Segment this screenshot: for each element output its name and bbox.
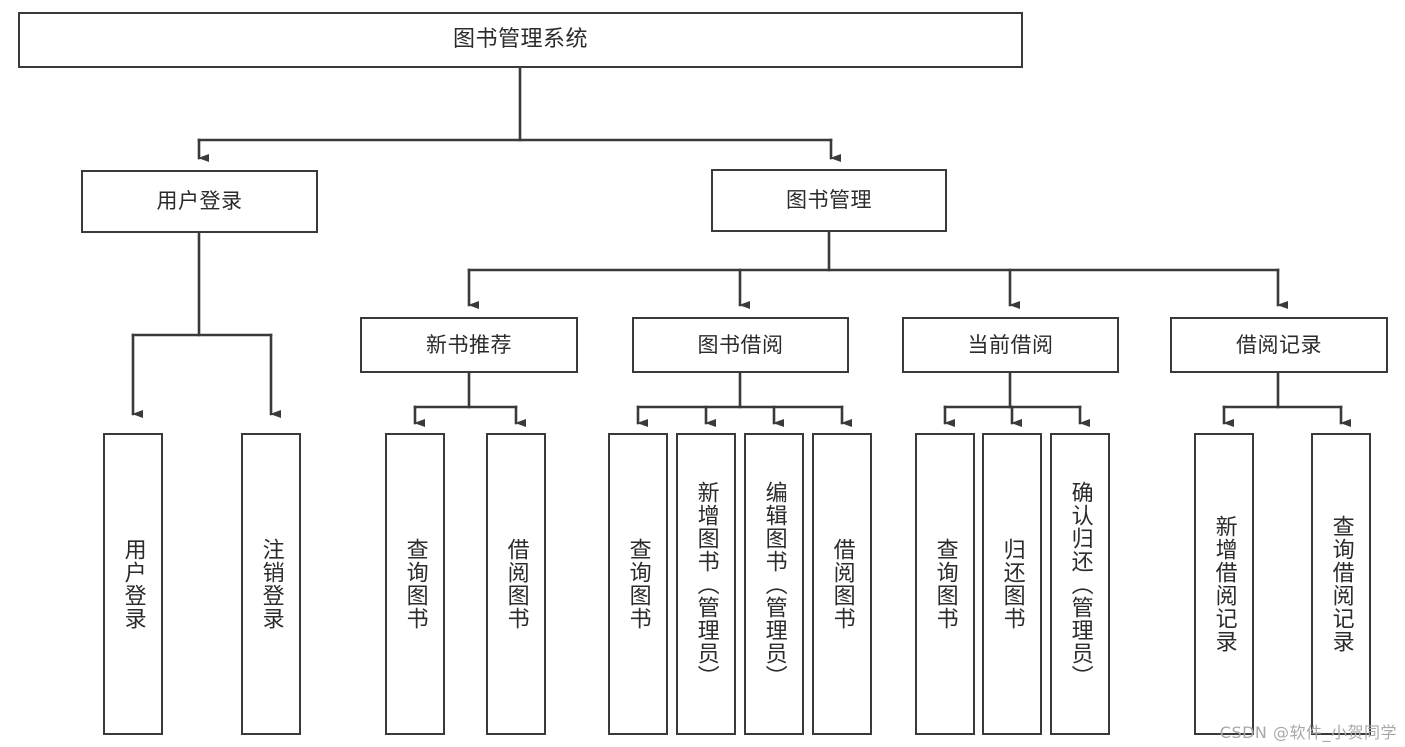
node-root-book-management-system[interactable]: 图书管理系统 bbox=[18, 12, 1023, 68]
node-label: 用户登录 bbox=[156, 189, 243, 214]
node-current-borrow[interactable]: 当前借阅 bbox=[902, 317, 1119, 373]
node-label: 归还图书 bbox=[999, 538, 1025, 630]
node-new-book-recommend[interactable]: 新书推荐 bbox=[360, 317, 578, 373]
node-label: 用户登录 bbox=[120, 538, 146, 630]
node-label: 确认归还（管理员） bbox=[1067, 480, 1093, 688]
leaf-borrow-book-recommend[interactable]: 借阅图书 bbox=[486, 433, 546, 735]
node-label: 借阅记录 bbox=[1236, 332, 1322, 357]
node-label: 借阅图书 bbox=[503, 538, 529, 630]
leaf-query-book-recommend[interactable]: 查询图书 bbox=[385, 433, 445, 735]
node-borrow-record[interactable]: 借阅记录 bbox=[1170, 317, 1388, 373]
leaf-query-book-borrow[interactable]: 查询图书 bbox=[608, 433, 668, 735]
leaf-add-book[interactable]: 新增图书（管理员） bbox=[676, 433, 736, 735]
node-book-manage[interactable]: 图书管理 bbox=[711, 169, 947, 232]
node-label: 编辑图书（管理员） bbox=[761, 480, 787, 688]
leaf-return-book[interactable]: 归还图书 bbox=[982, 433, 1042, 735]
node-label: 查询借阅记录 bbox=[1328, 515, 1354, 653]
node-label: 新书推荐 bbox=[426, 332, 512, 357]
node-label: 图书管理系统 bbox=[452, 27, 588, 53]
node-label: 查询图书 bbox=[625, 538, 651, 630]
node-label: 当前借阅 bbox=[967, 332, 1054, 357]
leaf-logout-login[interactable]: 注销登录 bbox=[241, 433, 301, 735]
node-label: 查询图书 bbox=[932, 538, 958, 630]
node-label: 新增借阅记录 bbox=[1211, 515, 1237, 653]
node-user-login[interactable]: 用户登录 bbox=[81, 170, 318, 233]
leaf-borrow-book[interactable]: 借阅图书 bbox=[812, 433, 872, 735]
leaf-query-book-current[interactable]: 查询图书 bbox=[915, 433, 975, 735]
leaf-confirm-return[interactable]: 确认归还（管理员） bbox=[1050, 433, 1110, 735]
node-label: 新增图书（管理员） bbox=[693, 480, 719, 688]
leaf-edit-book[interactable]: 编辑图书（管理员） bbox=[744, 433, 804, 735]
node-label: 图书借阅 bbox=[697, 332, 784, 357]
leaf-add-borrow-record[interactable]: 新增借阅记录 bbox=[1194, 433, 1254, 735]
watermark-text: CSDN @软件_小贺同学 bbox=[1219, 723, 1397, 742]
node-book-borrow[interactable]: 图书借阅 bbox=[632, 317, 849, 373]
leaf-user-login[interactable]: 用户登录 bbox=[103, 433, 163, 735]
node-label: 图书管理 bbox=[786, 188, 872, 213]
node-label: 查询图书 bbox=[402, 538, 428, 630]
node-label: 注销登录 bbox=[258, 538, 284, 630]
leaf-query-borrow-record[interactable]: 查询借阅记录 bbox=[1311, 433, 1371, 735]
node-label: 借阅图书 bbox=[829, 538, 855, 630]
